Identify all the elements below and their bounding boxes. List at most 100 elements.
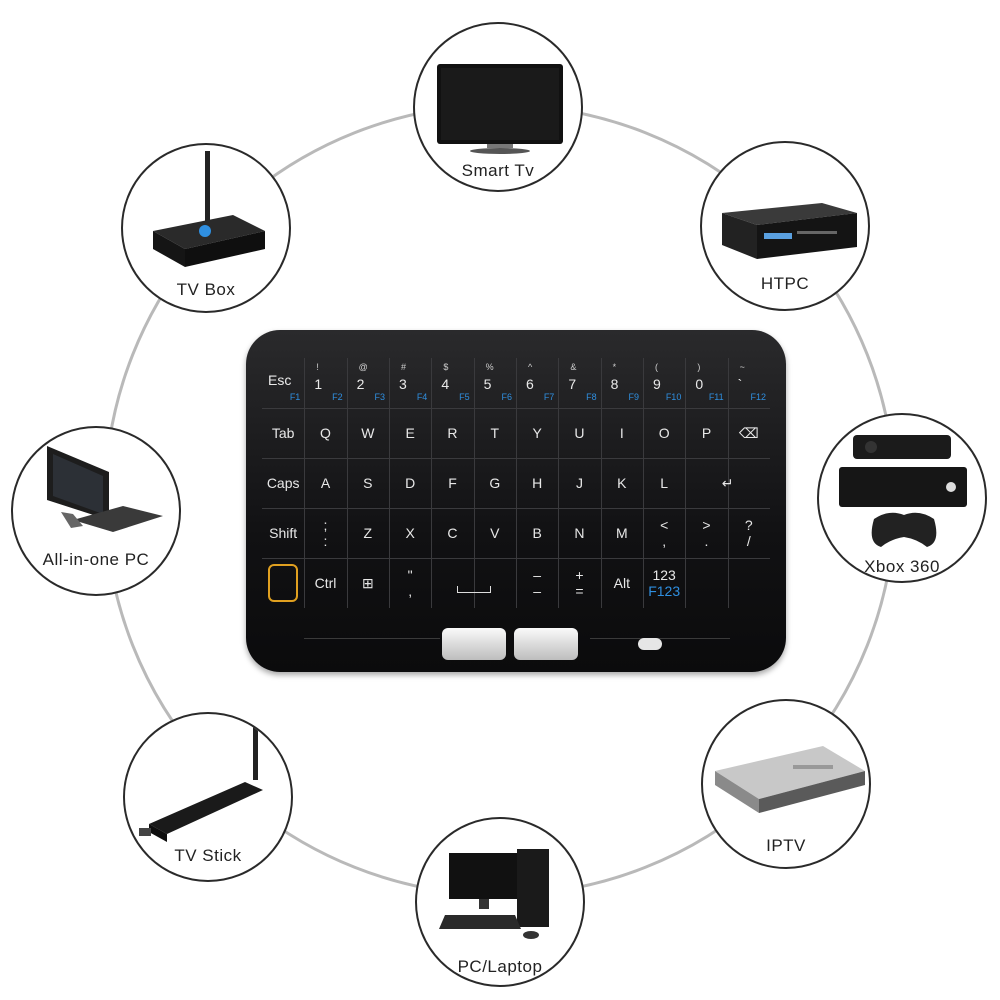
key-row4[interactable]: N bbox=[558, 508, 600, 558]
device-tv-stick: TV Stick bbox=[123, 712, 293, 882]
key-row3[interactable]: F bbox=[431, 458, 473, 508]
key-label: – bbox=[533, 567, 542, 583]
htpc-icon bbox=[722, 203, 857, 259]
device-label: Smart Tv bbox=[461, 161, 535, 180]
space-key[interactable] bbox=[431, 558, 516, 608]
key-sub-label: . bbox=[704, 533, 709, 549]
key-fn-label: F7 bbox=[543, 392, 555, 402]
pc-icon bbox=[439, 849, 549, 939]
key-row5[interactable]: += bbox=[558, 558, 600, 608]
key-label: 8 bbox=[610, 376, 619, 392]
key-row3[interactable]: H bbox=[516, 458, 558, 508]
key-row2[interactable]: W bbox=[347, 408, 389, 458]
key-row2[interactable]: Tab bbox=[262, 408, 304, 458]
key-row2[interactable]: U bbox=[558, 408, 600, 458]
key-row2[interactable]: T bbox=[474, 408, 516, 458]
space-bar-icon bbox=[456, 585, 491, 593]
key-label: Caps bbox=[266, 475, 300, 491]
key-sub-label: / bbox=[746, 533, 751, 549]
key-row2[interactable]: O bbox=[643, 408, 685, 458]
grid-line bbox=[558, 358, 560, 608]
grid-line bbox=[304, 358, 306, 608]
key-row4[interactable]: Z bbox=[347, 508, 389, 558]
key-row2[interactable]: Y bbox=[516, 408, 558, 458]
key-row3[interactable]: D bbox=[389, 458, 431, 508]
key-row3[interactable]: G bbox=[474, 458, 516, 508]
device-label: TV Stick bbox=[174, 846, 242, 865]
key-row4[interactable]: Shift bbox=[262, 508, 304, 558]
key-label: 4 bbox=[441, 376, 450, 392]
power-switch[interactable] bbox=[638, 638, 662, 650]
key-fn-label: F4 bbox=[416, 392, 428, 402]
grid-line bbox=[262, 408, 770, 409]
key-row4[interactable]: ;: bbox=[304, 508, 346, 558]
key-row2[interactable]: I bbox=[601, 408, 643, 458]
key-row4[interactable]: M bbox=[601, 508, 643, 558]
key-label: ↵ bbox=[721, 474, 734, 491]
key-row5[interactable]: Ctrl bbox=[304, 558, 346, 608]
key-row3[interactable]: A bbox=[304, 458, 346, 508]
key-row1[interactable]: ~`F12 bbox=[728, 358, 770, 408]
key-label: R bbox=[447, 425, 458, 441]
key-row4[interactable]: X bbox=[389, 508, 431, 558]
key-row2[interactable]: R bbox=[431, 408, 473, 458]
touch-toggle-key[interactable] bbox=[262, 558, 304, 608]
key-label: P bbox=[701, 425, 712, 441]
key-row3[interactable]: L bbox=[643, 458, 685, 508]
smart-tv-icon bbox=[437, 64, 563, 154]
key-shift-label: ^ bbox=[528, 362, 533, 372]
key-sub-label: : bbox=[323, 533, 328, 549]
key-fn-label: F2 bbox=[332, 392, 343, 402]
grid-line bbox=[600, 358, 602, 608]
key-row5[interactable]: –– bbox=[516, 558, 558, 608]
key-row4[interactable]: ?/ bbox=[728, 508, 770, 558]
key-label: Alt bbox=[613, 575, 630, 591]
key-row3[interactable]: S bbox=[347, 458, 389, 508]
device-label: All-in-one PC bbox=[42, 550, 150, 569]
key-row5[interactable]: ", bbox=[389, 558, 431, 608]
key-label: L bbox=[660, 475, 669, 491]
key-sub-label: = bbox=[575, 583, 584, 599]
key-row3[interactable]: Caps bbox=[262, 458, 304, 508]
key-label: B bbox=[532, 525, 542, 541]
right-mouse-button[interactable] bbox=[514, 628, 578, 660]
key-shift-label: % bbox=[485, 362, 494, 372]
key-row3[interactable]: ↵ bbox=[685, 458, 770, 508]
key-label: D bbox=[405, 475, 416, 491]
key-row5[interactable]: ⊞ bbox=[347, 558, 389, 608]
key-row5[interactable]: Alt bbox=[601, 558, 643, 608]
left-mouse-button[interactable] bbox=[442, 628, 506, 660]
key-row2[interactable]: P bbox=[685, 408, 727, 458]
key-sub-label: F123 bbox=[648, 583, 681, 599]
key-row4[interactable]: >. bbox=[685, 508, 727, 558]
key-shift-label: @ bbox=[358, 362, 368, 372]
key-row2[interactable]: Q bbox=[304, 408, 346, 458]
key-shift-label: & bbox=[570, 362, 577, 372]
key-row4[interactable]: <, bbox=[643, 508, 685, 558]
key-label: I bbox=[619, 425, 624, 441]
touch-hand-icon bbox=[268, 564, 299, 602]
key-row2[interactable]: E bbox=[389, 408, 431, 458]
key-row4[interactable]: B bbox=[516, 508, 558, 558]
key-label: C bbox=[447, 525, 458, 541]
key-row4[interactable]: C bbox=[431, 508, 473, 558]
key-label: 5 bbox=[483, 376, 492, 392]
key-row3[interactable]: J bbox=[558, 458, 600, 508]
key-row3[interactable]: K bbox=[601, 458, 643, 508]
grid-line bbox=[516, 358, 517, 608]
key-row4[interactable]: V bbox=[474, 508, 516, 558]
key-row2[interactable]: ⌫ bbox=[728, 408, 770, 458]
device-iptv: IPTV bbox=[701, 699, 871, 869]
